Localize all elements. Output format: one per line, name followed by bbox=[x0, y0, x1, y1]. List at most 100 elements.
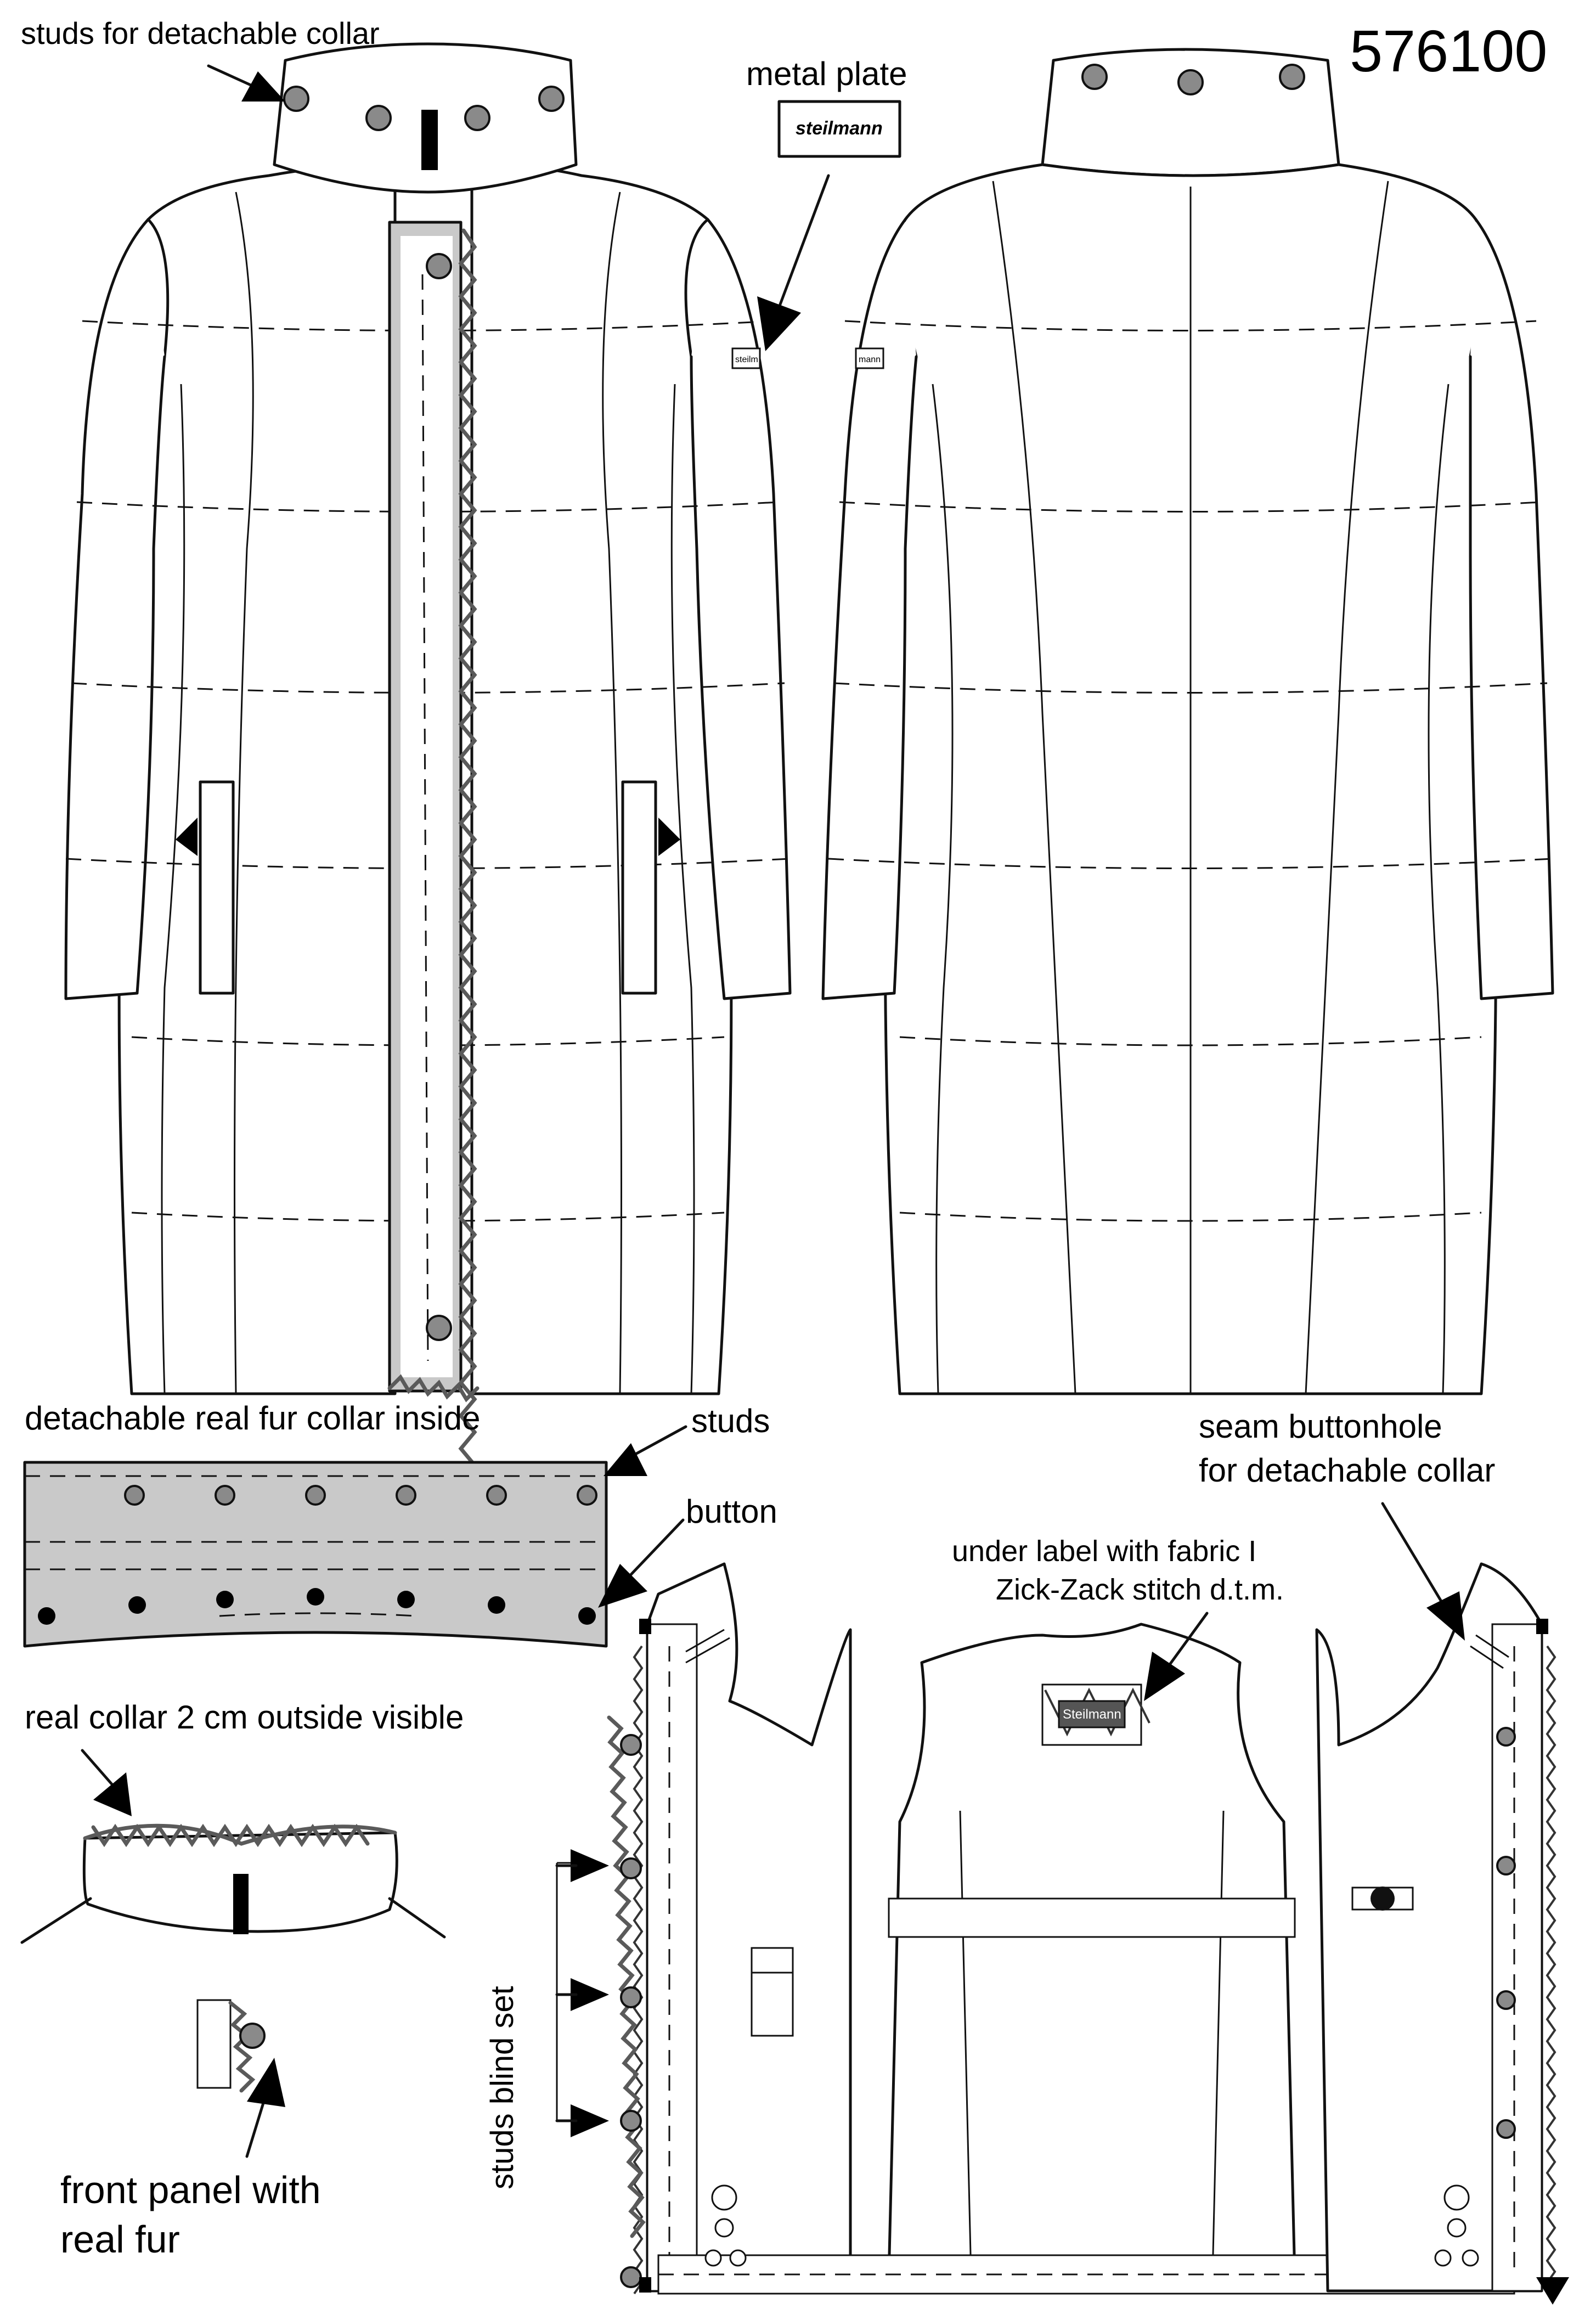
callout-studs: studs bbox=[691, 1403, 770, 1439]
fur-edge-inside bbox=[607, 1715, 646, 2238]
quilt-line bbox=[828, 858, 1553, 869]
lining-waist-band bbox=[888, 1897, 1296, 1938]
collar-detail-placket bbox=[196, 1999, 232, 2089]
hem-toggle bbox=[704, 2184, 747, 2267]
inner-label-text: Steilmann bbox=[1063, 1707, 1121, 1722]
arrow-head bbox=[571, 1849, 609, 1882]
bracket-studs-blind-set bbox=[556, 1862, 571, 2122]
collar-detail-shoulder bbox=[20, 1897, 92, 1944]
button-dot bbox=[307, 1588, 324, 1606]
left-facing-panel bbox=[646, 1623, 698, 2292]
zigzag-edge bbox=[1546, 1645, 1556, 2284]
button-dot bbox=[578, 1607, 596, 1625]
fur-trim-bottom bbox=[387, 1374, 480, 1403]
buttonhole-stitch bbox=[685, 1629, 730, 1664]
sleeve-badge bbox=[731, 347, 761, 369]
button-dot bbox=[488, 1596, 505, 1614]
arrow-metal-plate bbox=[777, 174, 830, 309]
lining-view: Steilmann bbox=[607, 1502, 1569, 2305]
button-dot bbox=[38, 1607, 55, 1625]
stud bbox=[577, 1485, 597, 1506]
back-seam bbox=[932, 384, 954, 1394]
back-left-sleeve bbox=[821, 218, 918, 1000]
callout-real-collar: real collar 2 cm outside visible bbox=[25, 1699, 464, 1736]
stud bbox=[1177, 69, 1204, 95]
collar-buttons bbox=[38, 1588, 596, 1625]
arrow-stem bbox=[555, 1864, 578, 2122]
arrow-seam-buttonhole bbox=[1381, 1502, 1450, 1615]
stud bbox=[620, 1734, 642, 1756]
stud bbox=[1081, 64, 1108, 90]
back-seam bbox=[1305, 181, 1389, 1394]
metal-plate-sample bbox=[777, 100, 901, 158]
button-dot bbox=[397, 1591, 415, 1608]
lining-back bbox=[887, 1623, 1296, 2279]
corner-tab bbox=[639, 2277, 651, 2293]
stud bbox=[1496, 2119, 1516, 2139]
stud bbox=[620, 2110, 642, 2132]
welt-pocket bbox=[621, 780, 657, 995]
front-seam bbox=[670, 384, 695, 1394]
stud bbox=[283, 86, 309, 112]
back-right-sleeve bbox=[1469, 218, 1554, 1000]
fur-collar-panel bbox=[23, 1461, 608, 1648]
back-view: mann bbox=[821, 48, 1554, 1395]
callout-seam-buttonhole-2: for detachable collar bbox=[1199, 1452, 1495, 1489]
back-seam bbox=[992, 181, 1076, 1394]
arrow-pocket bbox=[176, 818, 198, 856]
front-left-sleeve bbox=[64, 218, 166, 1000]
collar-detail-fur bbox=[83, 1823, 397, 1848]
zigzag-edge bbox=[633, 1645, 644, 2295]
quilt-line bbox=[76, 501, 780, 513]
quilt-line bbox=[839, 501, 1542, 513]
style-number: 576100 bbox=[1350, 18, 1547, 84]
callout-front-panel-1: front panel with bbox=[60, 2169, 321, 2211]
arrow-head bbox=[571, 1978, 609, 2011]
stud bbox=[620, 1857, 642, 1879]
arrow-head bbox=[1426, 1591, 1465, 1641]
hem-toggle bbox=[1434, 2184, 1479, 2267]
arrow-head bbox=[571, 2104, 609, 2137]
callout-studs-collar: studs for detachable collar bbox=[21, 16, 380, 50]
stud bbox=[365, 105, 392, 131]
callout-seam-buttonhole-1: seam buttonhole bbox=[1199, 1408, 1442, 1445]
stud bbox=[305, 1485, 326, 1506]
stud bbox=[426, 1315, 452, 1341]
arrow-head bbox=[1144, 1652, 1185, 1701]
stud bbox=[239, 2023, 266, 2049]
callout-front-panel-2: real fur bbox=[60, 2218, 180, 2261]
welt-pocket bbox=[199, 780, 235, 995]
stud bbox=[464, 105, 490, 131]
arrow-button bbox=[624, 1518, 685, 1582]
arrow-head bbox=[93, 1772, 132, 1816]
zip-pull bbox=[421, 110, 438, 170]
callout-metal-plate: metal plate bbox=[746, 55, 907, 92]
quilt-line bbox=[131, 1212, 725, 1222]
quilt-line bbox=[899, 1036, 1482, 1046]
fur-trim bbox=[458, 228, 477, 1467]
stud bbox=[1496, 1990, 1516, 2010]
lining-seam bbox=[1211, 1810, 1225, 2278]
callout-fur-collar-inside: detachable real fur collar inside bbox=[25, 1400, 480, 1437]
back-sleeve-badge-text: mann bbox=[859, 355, 881, 364]
front-view: steilm bbox=[64, 42, 792, 1467]
collar-stitch bbox=[219, 1612, 418, 1617]
button-dot bbox=[216, 1591, 234, 1608]
front-seam bbox=[602, 192, 622, 1394]
corner-tab bbox=[639, 1619, 651, 1634]
stud bbox=[124, 1485, 145, 1506]
stud bbox=[1496, 1727, 1516, 1747]
stud bbox=[620, 1986, 642, 2008]
stud bbox=[215, 1485, 235, 1506]
stud bbox=[1279, 64, 1305, 90]
sleeve-badge-text: steilm bbox=[735, 355, 758, 364]
quilt-line bbox=[833, 682, 1548, 694]
quilt-line bbox=[899, 1212, 1482, 1222]
front-seam bbox=[161, 384, 185, 1394]
stud bbox=[1496, 1856, 1516, 1876]
callout-studs-blind-set: studs blind set bbox=[484, 1986, 520, 2189]
button-dot bbox=[128, 1596, 146, 1614]
callout-under-label-1: under label with fabric I bbox=[952, 1535, 1256, 1568]
lining-left-front bbox=[646, 1562, 852, 2293]
arrow-pocket bbox=[658, 818, 680, 856]
